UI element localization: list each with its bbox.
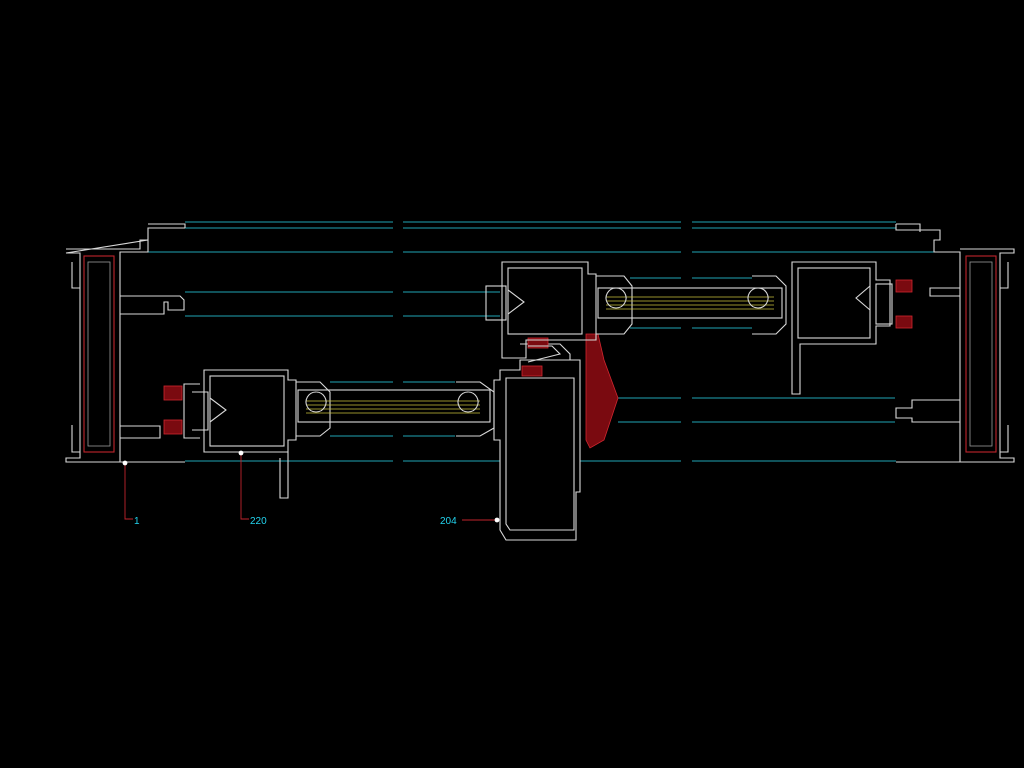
outer-frame [65, 223, 1015, 463]
callout-label-204: 204 [440, 516, 457, 527]
left-sash [163, 369, 331, 499]
axis-lines [120, 221, 960, 462]
lower-glazing [297, 381, 495, 437]
callout-leaders [122, 450, 500, 523]
callout-label-1: 1 [134, 516, 140, 527]
upper-glazing [597, 275, 787, 335]
right-sash [791, 261, 913, 395]
jamb-seals [83, 255, 997, 453]
callout-label-220: 220 [250, 516, 267, 527]
center-interlock [493, 333, 619, 541]
